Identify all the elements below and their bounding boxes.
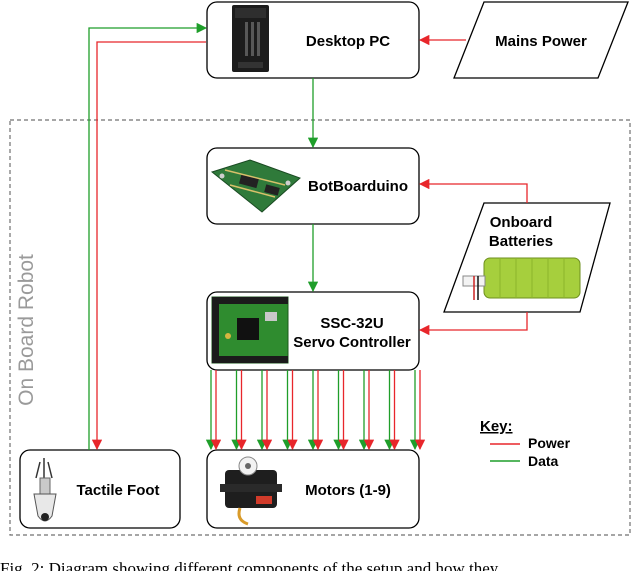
legend-power-label: Power <box>528 435 571 451</box>
motors-node: Motors (1-9) <box>206 449 420 529</box>
power-line-batteries-to-botboarduino <box>418 178 528 203</box>
ssc32u-label-line1: SSC-32U <box>320 315 383 332</box>
desktop-tower-icon <box>232 5 269 72</box>
battery-pack-icon <box>462 257 581 300</box>
tactile-foot-node: Tactile Foot <box>19 449 181 529</box>
onboard-robot-region <box>9 119 631 536</box>
tactile-foot-icon <box>33 458 57 522</box>
figure-caption: Fig. 2: Diagram showing different compon… <box>0 559 499 571</box>
botboarduino-label: BotBoarduino <box>308 178 408 195</box>
legend: Key: Power Data <box>480 418 571 469</box>
legend-title: Key: <box>480 418 513 435</box>
motor-connection-lines <box>205 370 426 451</box>
ssc32u-label-line2: Servo Controller <box>293 334 411 351</box>
servo-controller-icon <box>211 296 289 364</box>
desktop-pc-node: Desktop PC <box>206 1 420 79</box>
power-line-pc-to-tactile-foot <box>91 41 206 451</box>
onboard-robot-label: On Board Robot <box>15 254 38 406</box>
circuit-board-icon <box>210 159 301 213</box>
mains-power-label: Mains Power <box>495 33 587 50</box>
onboard-batteries-node: Onboard Batteries <box>443 202 611 313</box>
botboarduino-node: BotBoarduino <box>206 147 420 225</box>
ssc32u-node: SSC-32U Servo Controller <box>206 291 420 371</box>
servo-motor-icon <box>220 456 282 526</box>
data-line-tactile-foot-to-pc <box>88 22 208 450</box>
motors-label: Motors (1-9) <box>305 482 391 499</box>
mains-power-node: Mains Power <box>453 1 629 79</box>
desktop-pc-label: Desktop PC <box>306 33 390 50</box>
onboard-batteries-label-line2: Batteries <box>489 233 553 250</box>
legend-data-label: Data <box>528 453 559 469</box>
onboard-batteries-label-line1: Onboard <box>490 214 553 231</box>
power-line-batteries-to-ssc32u <box>418 312 528 336</box>
tactile-foot-label: Tactile Foot <box>76 482 159 499</box>
